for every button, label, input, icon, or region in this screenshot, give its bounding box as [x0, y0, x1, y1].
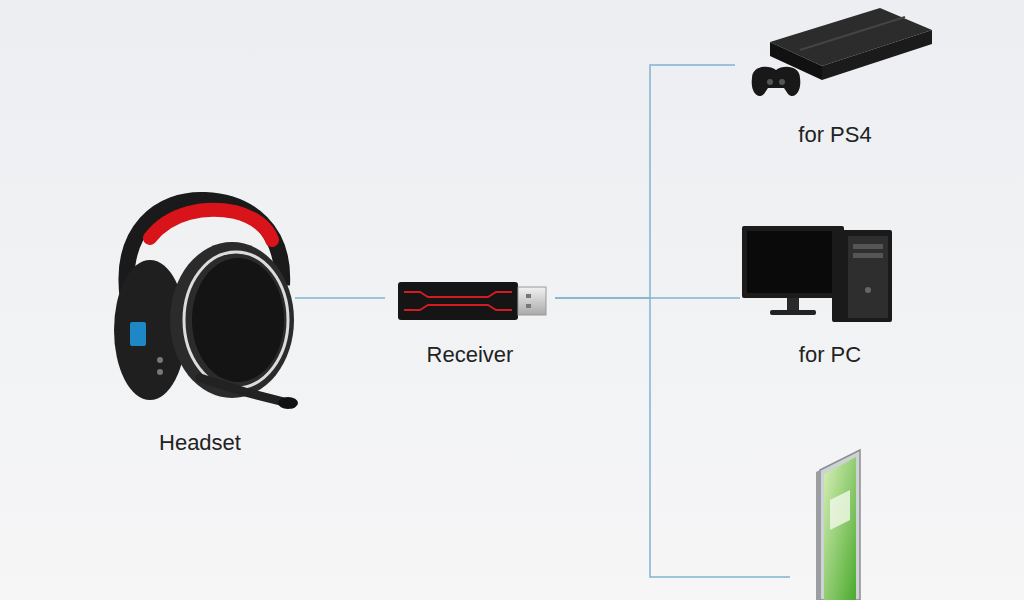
usb-slot: [526, 294, 531, 298]
monitor-neck: [787, 298, 799, 310]
node-label: for PS4: [794, 122, 875, 148]
headset-illustration: [114, 200, 298, 409]
power-button: [865, 287, 871, 293]
node-label: Headset: [155, 430, 245, 456]
node-label: Receiver: [423, 342, 518, 368]
tower-face: [848, 236, 888, 318]
node-label: for PC: [795, 342, 865, 368]
red-trace: [404, 305, 512, 310]
usb-slot: [526, 304, 531, 308]
monitor-screen: [747, 231, 839, 293]
controller-stick: [779, 79, 785, 85]
controller: [752, 67, 801, 96]
connector-line: [295, 297, 385, 299]
connector-line: [555, 65, 735, 298]
imac-window: [830, 490, 850, 530]
connector-line: [555, 297, 740, 299]
imac-screen: [824, 457, 856, 600]
usb-plug: [518, 287, 546, 315]
mic-boom: [200, 378, 292, 404]
monitor: [742, 226, 844, 298]
headband-pad: [150, 210, 272, 240]
controller-stick: [767, 79, 773, 85]
mic-tip: [278, 397, 298, 409]
led-display: [130, 322, 146, 346]
branch-line: [650, 298, 790, 577]
receiver-body: [398, 282, 518, 320]
usb-receiver: [398, 282, 546, 320]
pc-illustration: [742, 226, 892, 322]
ear-cup-rim: [184, 252, 288, 388]
imac-illustration: [816, 450, 860, 600]
right-ear-cup: [170, 242, 294, 398]
pc-tower: [832, 230, 892, 322]
red-trace: [404, 292, 512, 297]
monitor-foot: [770, 310, 816, 315]
drive-bay: [853, 244, 883, 249]
console-groove: [800, 17, 905, 50]
imac-frame: [820, 450, 860, 600]
device-node: for PS4: [735, 5, 935, 155]
imac-edge: [816, 470, 820, 600]
console-illustration: [752, 8, 932, 96]
drive-bay: [853, 253, 883, 258]
device-node: for PC: [740, 215, 920, 375]
headset-node: Headset: [105, 195, 295, 460]
receiver-node: Receiver: [385, 280, 555, 372]
button: [157, 357, 163, 363]
button: [157, 369, 163, 375]
ear-cushion: [192, 258, 284, 382]
